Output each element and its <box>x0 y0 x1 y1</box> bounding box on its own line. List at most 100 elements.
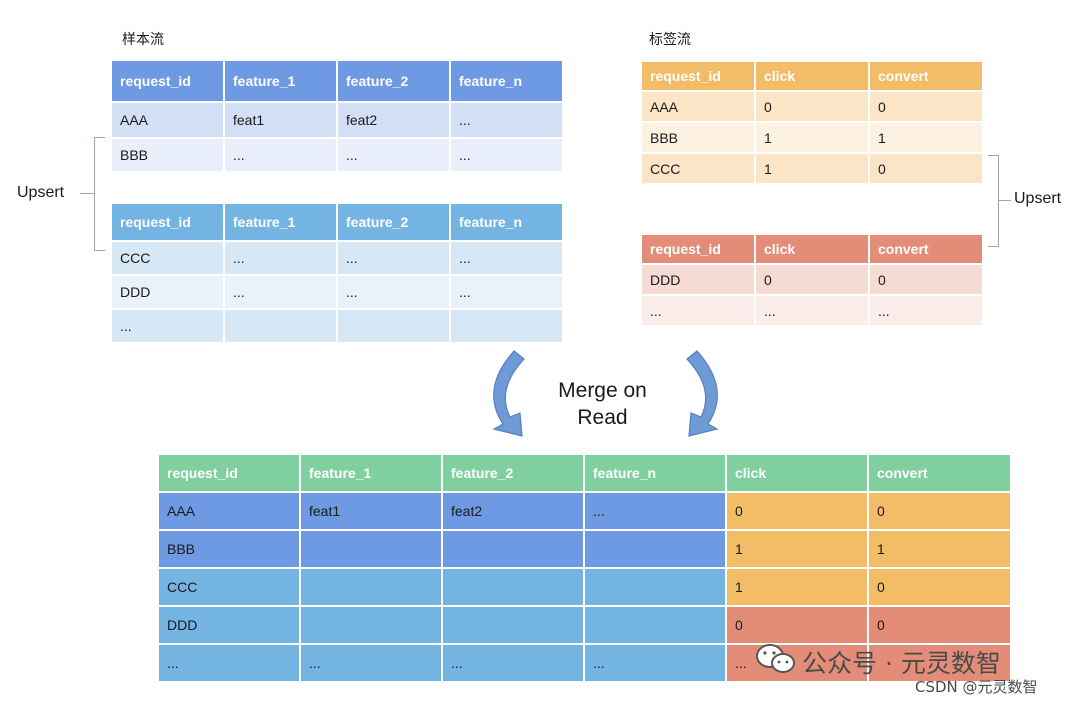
cell <box>583 605 727 645</box>
merge-arrow-left-icon <box>492 350 525 437</box>
table-row: BBB 1 1 <box>157 529 1012 569</box>
cell <box>449 308 564 344</box>
cell: ... <box>640 294 756 327</box>
cell: ... <box>336 274 451 310</box>
header-cell: feature_2 <box>336 202 451 242</box>
header-cell: click <box>725 453 869 493</box>
header-cell: request_id <box>110 59 225 103</box>
cell: ... <box>449 274 564 310</box>
cell: CCC <box>157 567 301 607</box>
cell: ... <box>299 643 443 683</box>
upsert-brace-left <box>94 137 105 251</box>
sample-stream-table-1: request_id feature_1 feature_2 feature_n… <box>110 59 564 173</box>
cell <box>299 529 443 569</box>
table-row: CCC ... ... ... <box>110 240 564 276</box>
merge-arrow-right-icon <box>686 350 719 437</box>
cell: AAA <box>110 101 225 139</box>
upsert-brace-right <box>988 155 999 247</box>
cell <box>299 605 443 645</box>
cell: 1 <box>868 121 984 154</box>
cell: 0 <box>868 263 984 296</box>
wechat-icon <box>756 644 795 673</box>
cell: BBB <box>110 137 225 173</box>
cell: 0 <box>867 567 1012 607</box>
sample-stream-table-2: request_id feature_1 feature_2 feature_n… <box>110 202 564 344</box>
header-cell: request_id <box>640 233 756 265</box>
header-cell: feature_1 <box>223 59 338 103</box>
label-stream-table-1: request_id click convert AAA 0 0 BBB 1 1… <box>640 60 984 185</box>
table-header-row: request_id click convert <box>640 233 984 265</box>
merge-label-line-2: Read <box>577 406 628 429</box>
header-cell: feature_2 <box>336 59 451 103</box>
cell <box>867 643 1012 683</box>
upsert-label-left: Upsert <box>17 184 65 201</box>
header-cell: convert <box>867 453 1012 493</box>
merge-label-line-1: Merge on <box>558 379 647 402</box>
table-row: DDD 0 0 <box>157 605 1012 645</box>
merged-result-table: request_id feature_1 feature_2 feature_n… <box>157 453 1012 683</box>
label-stream-table-2: request_id click convert DDD 0 0 ... ...… <box>640 233 984 327</box>
cell <box>441 605 585 645</box>
cell: 0 <box>725 605 869 645</box>
cell: ... <box>868 294 984 327</box>
cell: ... <box>583 491 727 531</box>
table-header-row: request_id feature_1 feature_2 feature_n <box>110 202 564 242</box>
table-row: CCC 1 0 <box>157 567 1012 607</box>
wechat-watermark: 公众号 · 元灵数智 <box>802 649 1001 678</box>
cell: 1 <box>867 529 1012 569</box>
table-row: BBB ... ... ... <box>110 137 564 173</box>
cell: feat1 <box>223 101 338 139</box>
header-cell: click <box>754 233 870 265</box>
cell: DDD <box>640 263 756 296</box>
header-cell: feature_1 <box>223 202 338 242</box>
table-row: AAA 0 0 <box>640 90 984 123</box>
table-row: DDD 0 0 <box>640 263 984 296</box>
header-cell: request_id <box>640 60 756 92</box>
cell: ... <box>725 643 869 683</box>
cell: ... <box>157 643 301 683</box>
table-row: AAA feat1 feat2 ... <box>110 101 564 139</box>
cell: ... <box>441 643 585 683</box>
header-cell: feature_n <box>449 59 564 103</box>
cell <box>583 529 727 569</box>
header-cell: request_id <box>110 202 225 242</box>
brace-tick <box>999 200 1011 201</box>
cell: ... <box>449 137 564 173</box>
cell <box>441 567 585 607</box>
cell <box>223 308 338 344</box>
cell: DDD <box>157 605 301 645</box>
header-cell: convert <box>868 60 984 92</box>
table-row: CCC 1 0 <box>640 152 984 185</box>
sample-stream-title: 样本流 <box>122 32 164 48</box>
cell: CCC <box>110 240 225 276</box>
cell: 0 <box>754 90 870 123</box>
cell: BBB <box>157 529 301 569</box>
header-cell: feature_2 <box>441 453 585 493</box>
cell: AAA <box>157 491 301 531</box>
cell: 0 <box>867 605 1012 645</box>
cell <box>299 567 443 607</box>
header-cell: feature_n <box>583 453 727 493</box>
cell: 0 <box>725 491 869 531</box>
cell: ... <box>583 643 727 683</box>
label-stream-title: 标签流 <box>649 32 691 48</box>
table-header-row: request_id feature_1 feature_2 feature_n <box>110 59 564 103</box>
cell: ... <box>336 240 451 276</box>
cell: ... <box>223 137 338 173</box>
table-header-row: request_id feature_1 feature_2 feature_n… <box>157 453 1012 493</box>
upsert-label-right: Upsert <box>1014 190 1062 207</box>
cell: ... <box>449 240 564 276</box>
cell: DDD <box>110 274 225 310</box>
cell: CCC <box>640 152 756 185</box>
table-row: DDD ... ... ... <box>110 274 564 310</box>
cell: BBB <box>640 121 756 154</box>
cell: 1 <box>754 152 870 185</box>
table-row: ... <box>110 308 564 344</box>
cell: ... <box>110 308 225 344</box>
table-row: AAA feat1 feat2 ... 0 0 <box>157 491 1012 531</box>
cell: 1 <box>754 121 870 154</box>
cell: 0 <box>868 152 984 185</box>
cell <box>583 567 727 607</box>
cell: AAA <box>640 90 756 123</box>
cell: ... <box>336 137 451 173</box>
